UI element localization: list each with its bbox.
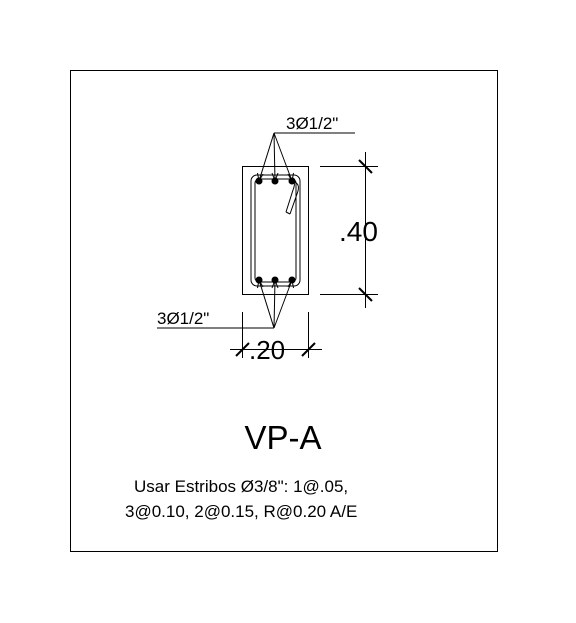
beam-section-outline [242,166,309,295]
bottom-rebar-leaders [157,279,294,329]
stirrup-note-line-2: 3@0.10, 2@0.15, R@0.20 A/E [125,502,357,521]
top-rebar-label: 3Ø1/2" [286,114,338,133]
stirrup-note-line-1: Usar Estribos Ø3/8": 1@.05, [134,477,348,496]
top-rebar-leaders [257,132,355,182]
stirrup-outer [250,174,301,287]
drawing-frame [70,70,498,552]
section-title: VP-A [244,419,321,456]
height-dimension [320,152,378,308]
width-dimension [230,312,322,358]
height-dimension-label: .40 [339,216,378,247]
bottom-rebar-label: 3Ø1/2" [157,309,209,328]
width-dimension-label: .20 [249,335,285,365]
stirrup-inner [254,178,297,283]
